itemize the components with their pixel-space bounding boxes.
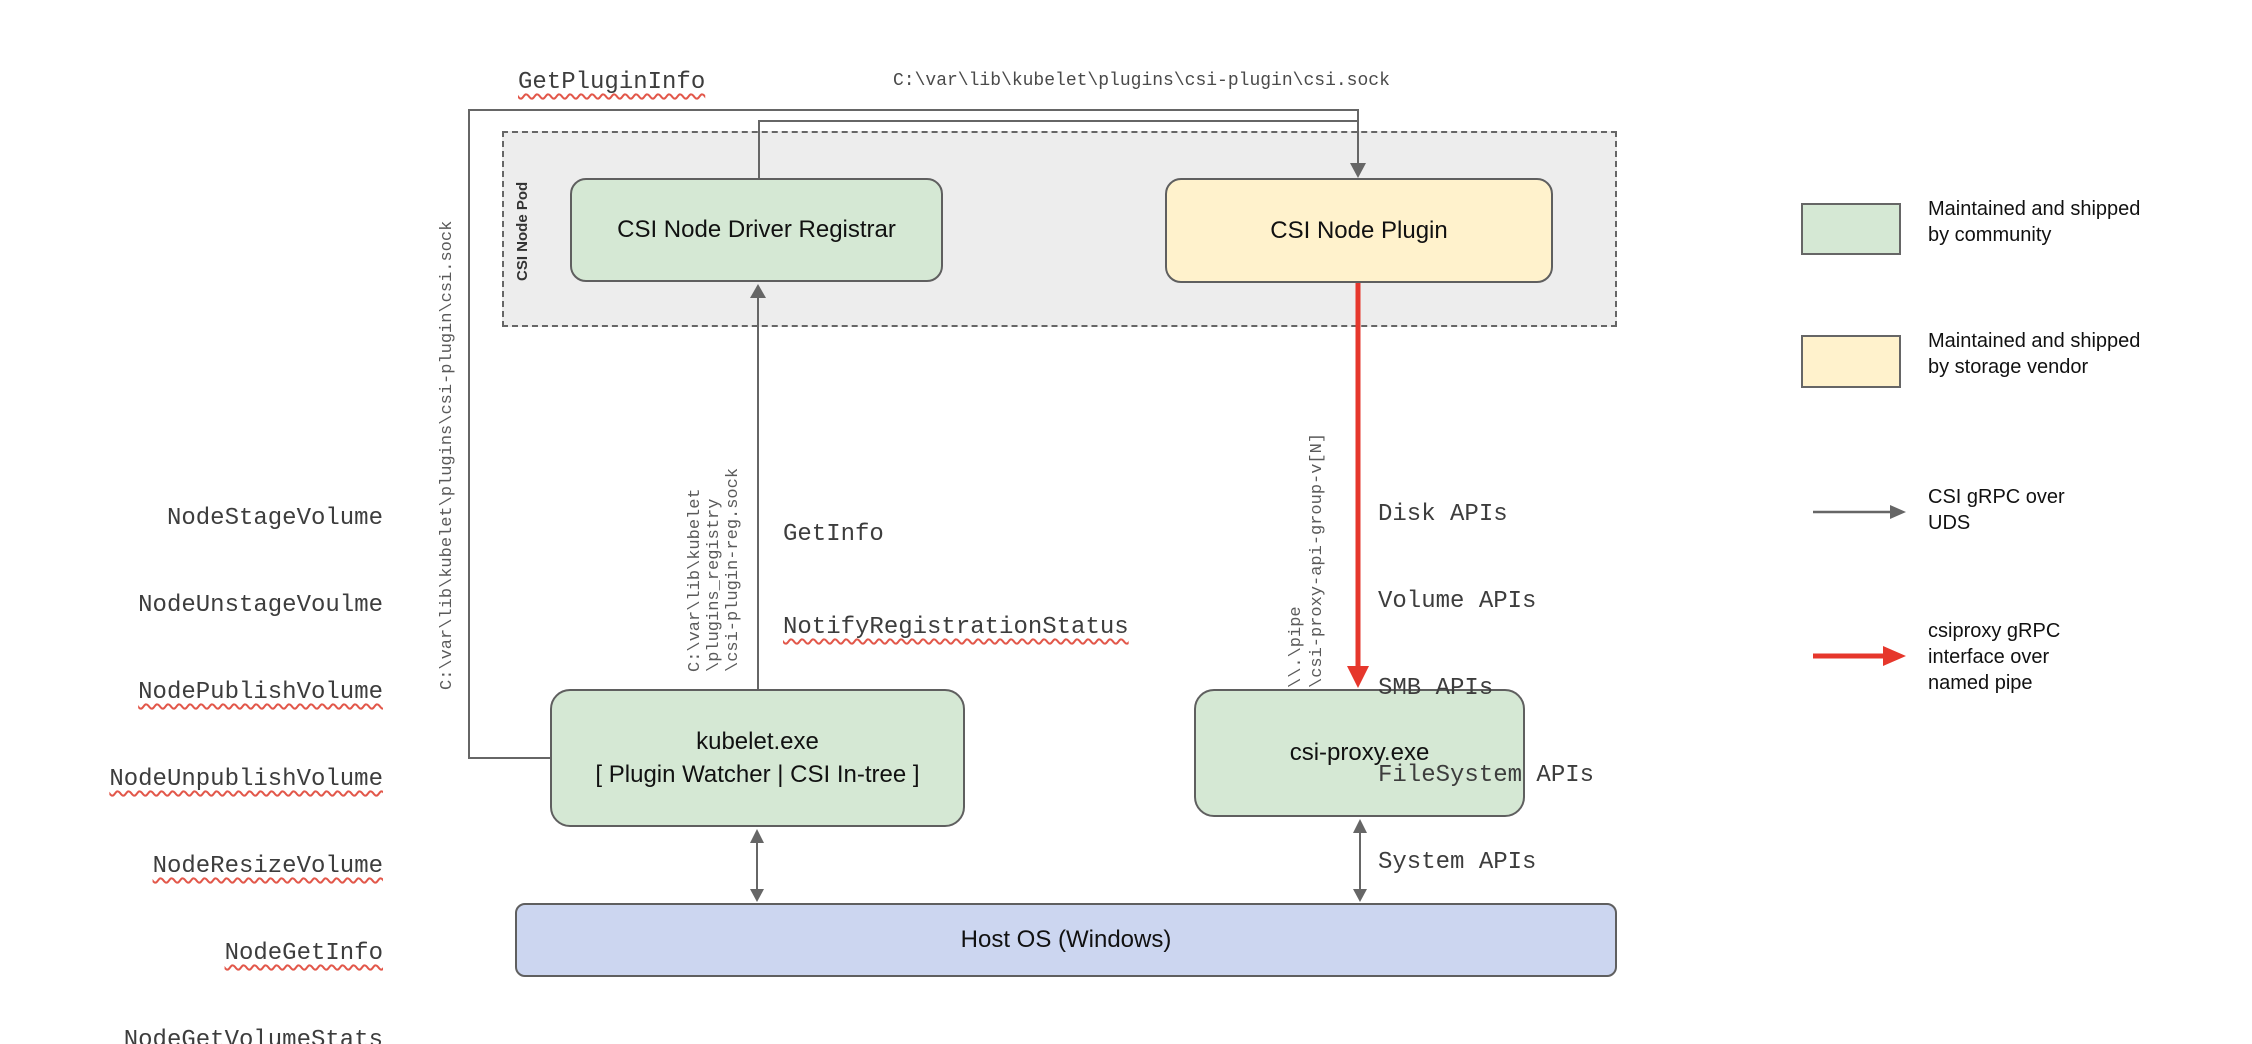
kubelet-to-plugin-uds-line xyxy=(468,109,1366,759)
node-call-item: NodePublishVolume xyxy=(138,679,383,706)
legend-namedpipe-text: csiproxy gRPC interface over named pipe xyxy=(1928,620,2061,694)
csi-node-driver-registrar-box: CSI Node Driver Registrar xyxy=(570,178,943,282)
red-arrowhead-into-csiproxy xyxy=(1347,666,1369,688)
csiproxy-api-list: Disk APIs Volume APIs SMB APIs FileSyste… xyxy=(1378,442,1594,935)
legend-vendor-swatch xyxy=(1801,335,1901,388)
plugin-label: CSI Node Plugin xyxy=(1270,216,1448,244)
host-os-box: Host OS (Windows) xyxy=(515,903,1617,977)
getinfo-label: GetInfo xyxy=(783,521,884,548)
legend-community-text: Maintained and shipped by community xyxy=(1928,198,2141,246)
node-call-item: NodeUnpublishVolume xyxy=(109,766,383,793)
registrar-label: CSI Node Driver Registrar xyxy=(617,216,896,243)
api-item: SMB APIs xyxy=(1378,675,1494,702)
legend-uds-arrow-icon xyxy=(1813,505,1906,519)
node-rpc-call-list: NodeStageVolume NodeUnstageVoulme NodePu… xyxy=(100,446,383,1044)
csi-proxy-box: csi-proxy.exe xyxy=(1194,689,1525,817)
csi-proxy-label: csi-proxy.exe xyxy=(1289,739,1430,766)
kubelet-box: kubelet.exe [ Plugin Watcher | CSI In-tr… xyxy=(550,689,965,827)
api-item: Disk APIs xyxy=(1378,501,1508,528)
kubelet-label-line1: kubelet.exe xyxy=(696,728,819,755)
node-call-item: NodeUnstageVoulme xyxy=(138,592,383,619)
legend-vendor-text: Maintained and shipped by storage vendor xyxy=(1928,330,2141,378)
plugin-to-csiproxy-red-line xyxy=(1347,283,1369,688)
arrowhead-into-plugin xyxy=(1350,163,1366,178)
registration-rpc-call-list: GetInfo NotifyRegistrationStatus xyxy=(783,457,1129,705)
csiproxy-hostos-double-arrow xyxy=(1353,819,1367,902)
node-call-item: NodeStageVolume xyxy=(166,505,383,532)
kubelet-hostos-double-arrow xyxy=(750,829,764,902)
legend-uds-text: CSI gRPC over UDS xyxy=(1928,486,2065,534)
node-call-item: NodeGetInfo xyxy=(224,940,383,967)
legend-namedpipe-arrow-icon xyxy=(1813,646,1906,666)
host-os-label: Host OS (Windows) xyxy=(960,926,1172,953)
registrar-to-plugin-line xyxy=(758,120,1358,178)
node-call-item: NodeGetVolumeStats xyxy=(123,1027,383,1044)
api-item: FileSystem APIs xyxy=(1378,762,1595,789)
csi-node-plugin-box: CSI Node Plugin xyxy=(1165,178,1553,283)
api-item: Volume APIs xyxy=(1378,588,1537,615)
notify-registration-status-label: NotifyRegistrationStatus xyxy=(783,614,1129,641)
legend-community-swatch xyxy=(1801,203,1901,255)
kubelet-to-registrar-line xyxy=(750,284,766,689)
csi-sock-path-left-label: C:\var\lib\kubelet\plugins\csi-plugin\cs… xyxy=(438,220,457,690)
api-item: System APIs xyxy=(1378,849,1537,876)
arrowhead-into-registrar xyxy=(750,284,766,298)
get-plugin-info-label: GetPluginInfo xyxy=(518,69,706,96)
kubelet-label-line2: [ Plugin Watcher | CSI In-tree ] xyxy=(595,761,920,788)
named-pipe-path-label: \\.\pipe \csi-proxy-api-group-v[N] xyxy=(1287,432,1327,688)
csi-sock-path-top-label: C:\var\lib\kubelet\plugins\csi-plugin\cs… xyxy=(893,71,1390,91)
node-call-item: NodeResizeVolume xyxy=(152,853,383,880)
registration-sock-path-label: C:\var\lib\kubelet \plugins_registry \cs… xyxy=(686,467,743,672)
csi-node-pod-label: CSI Node Pod xyxy=(514,181,531,281)
